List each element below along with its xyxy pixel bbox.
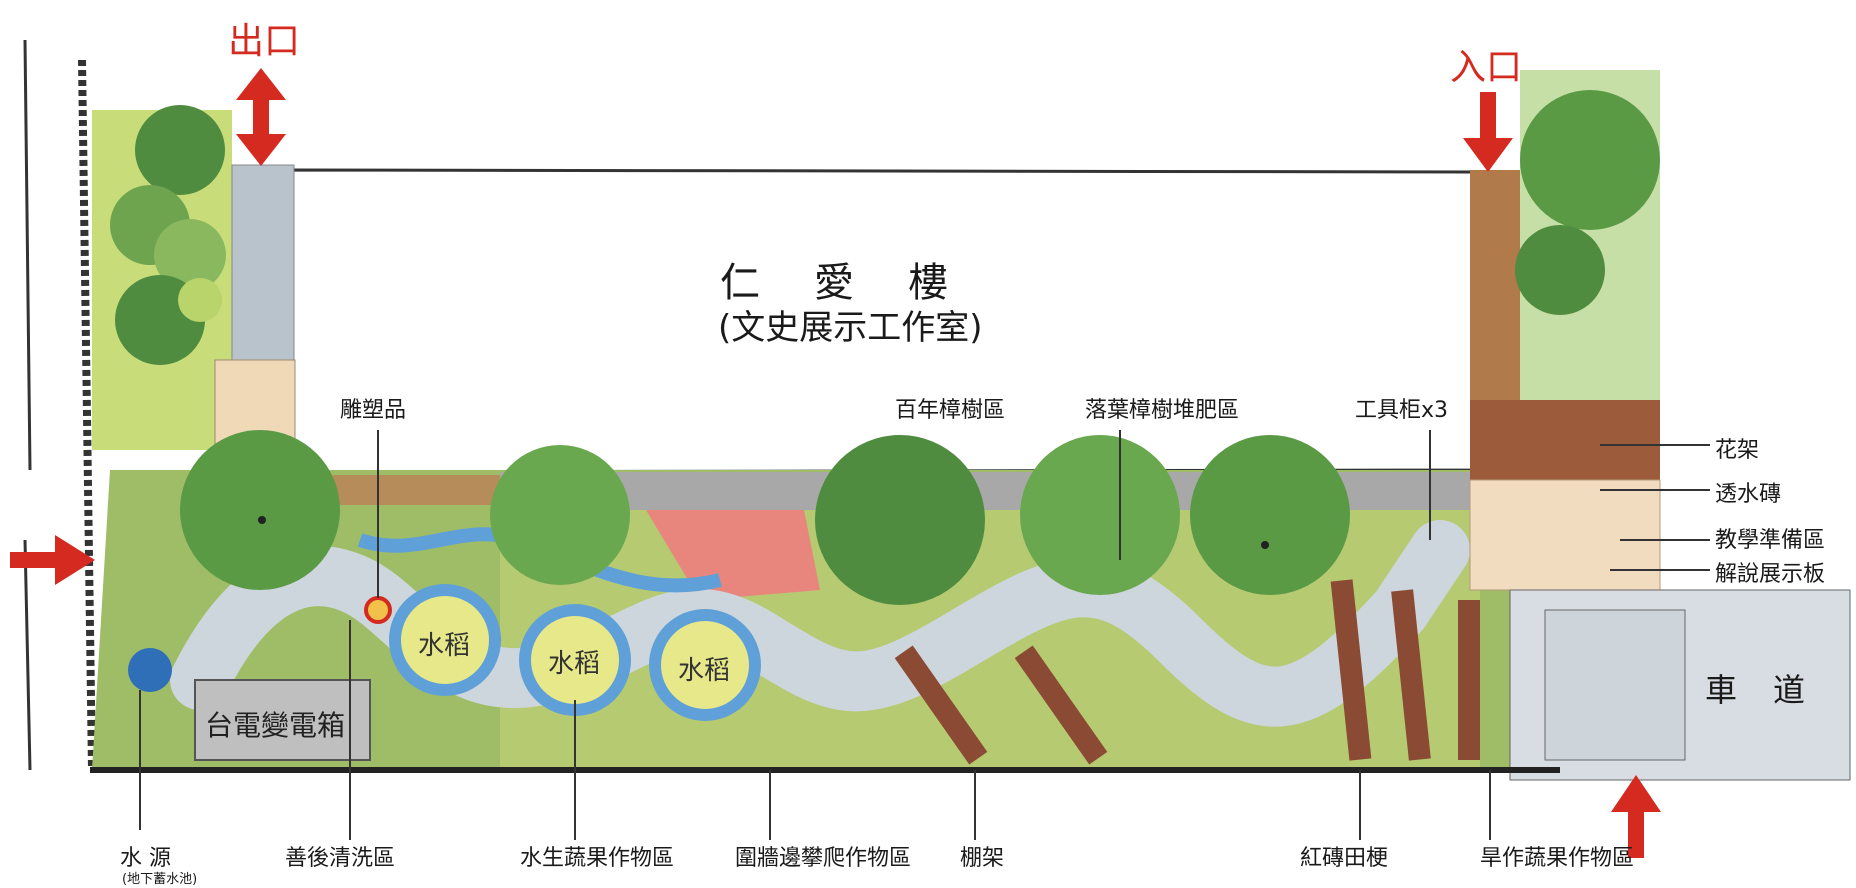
- right-tree-top: [1520, 90, 1660, 230]
- exit-label: 出口: [228, 21, 301, 62]
- entrance-boardwalk: [1470, 170, 1520, 400]
- permeable-brick-label: 透水磚: [1715, 482, 1782, 507]
- sculpture-ring: [364, 596, 392, 624]
- rice-label-2: 水稻: [548, 649, 601, 679]
- washing-area-label: 善後清洗區: [285, 846, 396, 871]
- entrance-label: 入口: [1450, 47, 1523, 88]
- aquatic-crops-label: 水生蔬果作物區: [520, 846, 675, 871]
- camphor-zone-label: 百年樟樹區: [895, 398, 1006, 423]
- water-source-pond: [128, 648, 172, 692]
- driveway-label: 車道: [1705, 671, 1842, 709]
- rice-label-1: 水稻: [418, 631, 471, 661]
- water-source-label: 水 源: [120, 846, 171, 871]
- left-fence: [78, 59, 96, 771]
- arrow-left-icon: [10, 535, 95, 585]
- toolbox-label: 工具柜x3: [1355, 398, 1449, 423]
- building-subtitle: (文史展示工作室): [718, 308, 983, 348]
- left-tree-column: [110, 105, 226, 365]
- rice-label-3: 水稻: [678, 656, 731, 686]
- prep-area-label: 教學準備區: [1715, 528, 1826, 553]
- arrow-up-icon: [1611, 775, 1661, 858]
- sculpture-label: 雕塑品: [340, 398, 407, 423]
- water-source-sublabel: (地下蓄水池): [122, 872, 198, 887]
- double-arrow-icon: [236, 68, 286, 166]
- display-board-label: 解說展示板: [1715, 562, 1826, 587]
- building-name: 仁愛樓: [720, 260, 1002, 306]
- arrow-down-icon: [1463, 92, 1513, 172]
- rice-paddy-group: [389, 584, 761, 721]
- transformer-box: [194, 679, 371, 761]
- shed-label: 棚架: [960, 846, 1005, 871]
- right-tree-mid: [1515, 225, 1605, 315]
- leader-lines: [139, 430, 1710, 840]
- garage-bay: [1544, 609, 1686, 761]
- dry-crops-label: 旱作蔬果作物區: [1480, 846, 1635, 871]
- exit-paving: [231, 164, 295, 366]
- left-wall: [23, 39, 32, 771]
- large-trees: [180, 430, 1350, 605]
- compost-zone-label: 落葉樟樹堆肥區: [1085, 398, 1240, 423]
- transformer-label: 台電變電箱: [205, 709, 346, 742]
- trellis-label: 花架: [1715, 438, 1760, 463]
- permeable-paving: [1469, 479, 1661, 591]
- climbing-crops-label: 圍牆邊攀爬作物區: [735, 846, 912, 871]
- brick-ridges: [894, 579, 1480, 765]
- brick-ridge-label: 紅磚田梗: [1300, 846, 1389, 871]
- pink-bed: [640, 490, 820, 600]
- trellis-area: [1470, 400, 1660, 480]
